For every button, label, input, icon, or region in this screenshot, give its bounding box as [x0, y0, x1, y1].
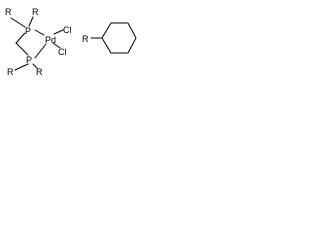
chloride-label: Cl [58, 47, 67, 57]
r-group-label: R [32, 7, 39, 17]
r-group-label: R [36, 67, 43, 77]
cyclohexane-ring [101, 22, 137, 54]
bond-p-pd-upper [34, 29, 45, 36]
bond-r-p-upper-right [28, 16, 34, 27]
phosphorus-label: P [25, 26, 31, 36]
bond-ch2-p-lower [24, 51, 29, 56]
palladium-diphosphine-complex: R R P Pd Cl Cl P R R [5, 7, 72, 77]
bond-pd-cl-bottom [52, 42, 61, 49]
bond-r-p-upper-left [10, 17, 26, 28]
palladium-label: Pd [45, 35, 56, 45]
bond-ch2-ch2 [15, 42, 26, 53]
bond-p-r-lower-right [32, 63, 38, 69]
chloride-label: Cl [63, 25, 72, 35]
phosphorus-label: P [26, 55, 32, 65]
bond-p-r-lower-left [14, 63, 29, 71]
bond-pd-cl-top [53, 29, 64, 35]
chemical-structures-diagram: R R P Pd Cl Cl P R R R [5, 7, 137, 77]
r-group-label: R [5, 7, 12, 17]
r-group-label: R [7, 67, 14, 77]
r-group-label: R [82, 34, 89, 44]
bond-p-ch2-upper [15, 32, 26, 44]
bond-p-pd-lower [34, 43, 47, 59]
cyclohexyl-substituent: R [82, 22, 137, 54]
